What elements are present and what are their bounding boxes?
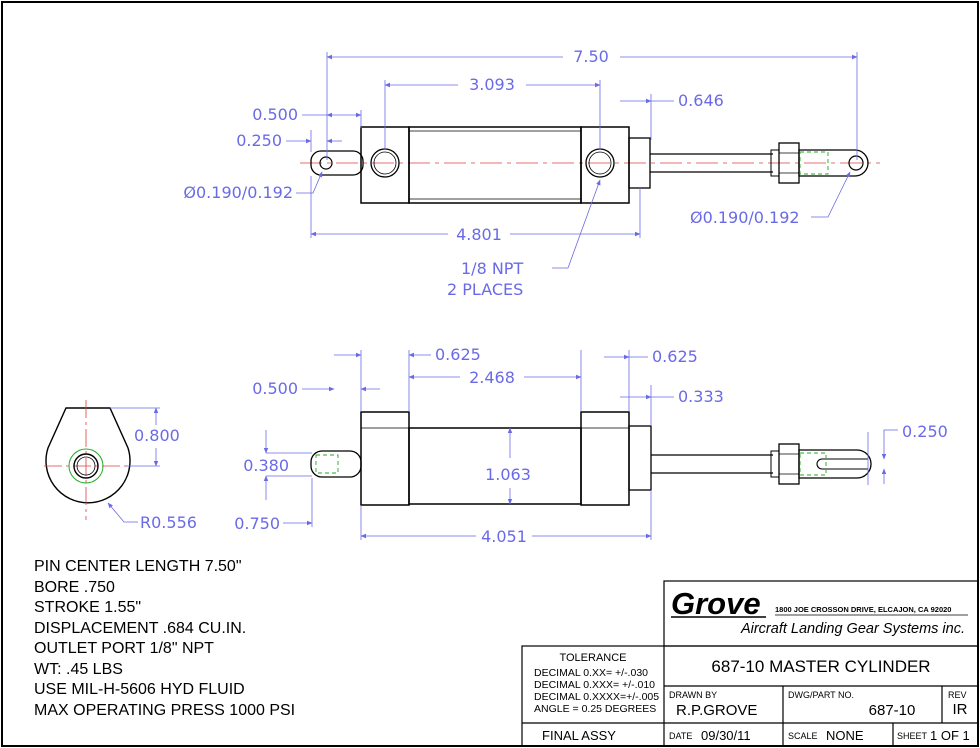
dim-gland-width: 0.500: [252, 105, 298, 124]
side-jam-nut: [778, 443, 800, 485]
end-view-bore-inner: [76, 456, 96, 476]
right-port-inner: [588, 151, 612, 175]
end-view: 0.800 R0.556: [44, 400, 197, 532]
dim-side-gland-width: 0.500: [252, 379, 298, 398]
company-subtitle: Aircraft Landing Gear Systems inc.: [740, 621, 965, 637]
note-pin-center: PIN CENTER LENGTH 7.50": [34, 558, 242, 575]
scale: NONE: [826, 728, 864, 743]
note-outlet-port: OUTLET PORT 1/8" NPT: [34, 640, 214, 657]
side-left-pin-hidden: [315, 454, 339, 474]
dim-end-radius: R0.556: [140, 513, 197, 532]
tolerance-line-4: ANGLE = 0.25 DEGREES: [534, 703, 656, 715]
dim-pin-offset: 0.250: [236, 131, 282, 150]
dim-tube-dia: 1.063: [485, 465, 531, 484]
tolerance-title: TOLERANCE: [559, 652, 626, 664]
tolerance-line-2: DECIMAL 0.XXX= +/-.010: [534, 679, 655, 691]
dim-body-span: 3.093: [469, 75, 515, 94]
left-port-inner: [373, 151, 397, 175]
rod-end-hole: [848, 155, 864, 171]
dim-clevis-slot-arrow1: [881, 429, 898, 460]
note-fluid: USE MIL-H-5606 HYD FLUID: [34, 681, 245, 698]
rev: IR: [953, 701, 968, 718]
part-no-label: DWG/PART NO.: [788, 690, 854, 700]
end-view-outline: [45, 407, 131, 504]
side-clevis-hidden: [799, 452, 827, 476]
dim-left-gland: 0.625: [435, 345, 481, 364]
leader-port: [552, 179, 601, 269]
rod-collar: [628, 137, 651, 189]
top-view: 7.50 3.093 0.646 0.500 0.250 Ø0.190/0.19…: [183, 47, 880, 299]
date-label: DATE: [669, 731, 692, 741]
dim-left-hole: Ø0.190/0.192: [183, 183, 293, 202]
port-note-line-1: 1/8 NPT: [461, 259, 523, 278]
left-pin: [310, 150, 364, 176]
part-no: 687-10: [869, 702, 916, 719]
body-tube: [408, 126, 582, 204]
tolerance-line-1: DECIMAL 0.XX= +/-.030: [534, 667, 648, 679]
rod-end-hidden: [799, 151, 829, 175]
side-view: 0.625 0.625 2.468 0.500 0.333 0.250 0.38…: [234, 345, 948, 546]
side-clevis-slot: [816, 458, 868, 470]
note-displacement: DISPLACEMENT .684 CU.IN.: [34, 619, 247, 637]
note-pressure: MAX OPERATING PRESS 1000 PSI: [34, 701, 296, 719]
end-view-bore: [73, 453, 99, 479]
left-pin-hole: [319, 156, 333, 170]
dim-end-height: 0.800: [134, 426, 180, 445]
spec-notes: PIN CENTER LENGTH 7.50" BORE .750 STROKE…: [34, 557, 295, 721]
side-clevis: [798, 449, 872, 479]
tolerance-line-3: DECIMAL 0.XXXX=+/-.005: [534, 691, 659, 703]
company-logo: Grove: [671, 586, 761, 621]
dim-tube-length: 2.468: [469, 368, 515, 387]
leader-right-hole: [811, 171, 851, 218]
dim-pin-dia: 0.380: [243, 456, 289, 475]
scale-label: SCALE: [788, 731, 818, 741]
sheet-number: 1 OF 1: [930, 728, 970, 743]
assembly-label: FINAL ASSY: [542, 728, 616, 743]
leader-end-radius: [107, 502, 138, 523]
drawing-title: 687-10 MASTER CYLINDER: [711, 657, 930, 676]
note-stroke: STROKE 1.55": [34, 599, 142, 616]
rev-label: REV: [948, 690, 967, 700]
side-right-gland: [580, 411, 630, 506]
sheet-label: SHEET: [897, 731, 928, 741]
port-note-line-2: 2 PLACES: [447, 280, 523, 299]
title-block: [521, 580, 979, 747]
side-rod-collar: [628, 425, 652, 491]
dim-right-gland: 0.625: [652, 347, 698, 366]
note-bore: BORE .750: [34, 578, 115, 596]
drawn-by: R.P.GROVE: [676, 702, 757, 719]
dim-rod-step: 0.333: [678, 387, 724, 406]
end-view-outer-ring: [68, 448, 104, 484]
dim-side-body-length: 4.051: [481, 527, 527, 546]
dim-overall: 7.50: [573, 47, 609, 66]
info-box: [521, 645, 979, 747]
right-gland: [580, 126, 630, 204]
dim-body-height: 0.750: [234, 514, 280, 533]
dim-body-length: 4.801: [456, 225, 502, 244]
leader-left-hole: [296, 171, 323, 194]
side-left-gland: [360, 411, 410, 506]
dim-right-hole: Ø0.190/0.192: [690, 208, 800, 227]
date: 09/30/11: [701, 728, 751, 743]
dim-clevis-slot: 0.250: [902, 422, 948, 441]
drawn-by-label: DRAWN BY: [669, 690, 717, 700]
company-address: 1800 JOE CROSSON DRIVE, ELCAJON, CA 9202…: [775, 605, 951, 614]
rod-end-eye: [798, 149, 869, 177]
dim-rod-end: 0.646: [678, 91, 724, 110]
note-weight: WT: .45 LBS: [34, 660, 123, 678]
